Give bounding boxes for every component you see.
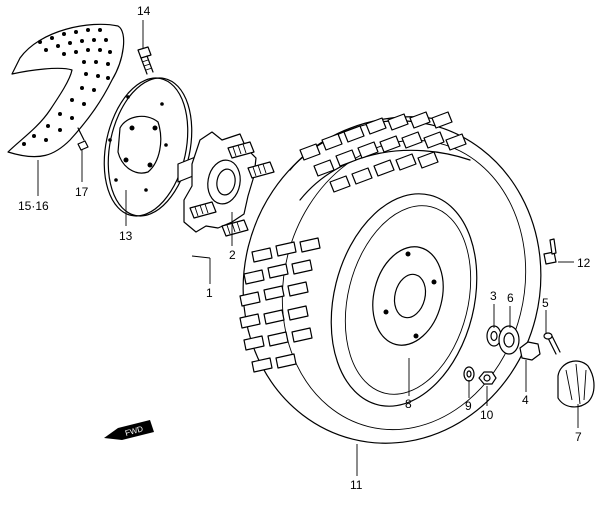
callout-4: 4 [522, 393, 529, 407]
nut-10 [478, 371, 497, 385]
callout-10: 10 [480, 408, 494, 422]
washer-6 [498, 325, 520, 355]
callout-14: 14 [137, 4, 151, 18]
cotter-pin-5 [543, 332, 561, 355]
hub-cap-7 [557, 360, 595, 408]
callout-6: 6 [507, 291, 514, 305]
bolt-17 [77, 127, 89, 151]
disc-guard [7, 23, 125, 158]
fwd-arrow-icon: FWD [104, 420, 154, 440]
tire-tread-blocks [239, 111, 467, 373]
wheel-hub [177, 131, 275, 237]
leader-lines [37, 20, 579, 476]
brake-disc [103, 77, 193, 217]
callout-1: 1 [206, 286, 213, 300]
wheel-rim [330, 193, 478, 407]
callout-12: 12 [577, 256, 591, 270]
bolt-14 [137, 46, 154, 75]
guard-holes [22, 28, 112, 146]
callout-13: 13 [119, 229, 133, 243]
callout-2: 2 [229, 248, 236, 262]
callout-9: 9 [465, 399, 472, 413]
castle-nut-4 [519, 341, 541, 361]
tire-valve [543, 238, 557, 265]
callout-5: 5 [542, 296, 549, 310]
washer-9 [463, 366, 475, 382]
callout-11: 11 [350, 478, 363, 492]
callout-15-16: 15·16 [18, 199, 49, 213]
callout-17: 17 [75, 185, 89, 199]
callout-7: 7 [575, 430, 582, 444]
callout-labels: 14 15·16 17 13 2 1 12 3 6 5 4 8 9 10 7 1… [18, 4, 591, 492]
callout-3: 3 [490, 289, 497, 303]
callout-8: 8 [405, 397, 412, 411]
